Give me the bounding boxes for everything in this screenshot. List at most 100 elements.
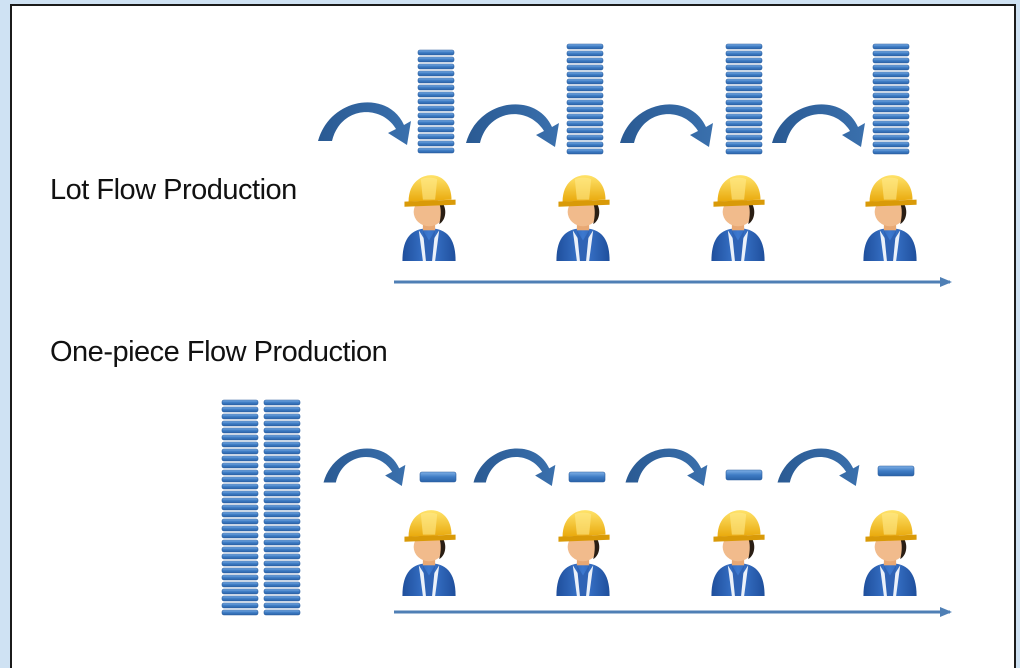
part-segment (417, 112, 455, 119)
part-segment (221, 448, 259, 455)
part-segment (725, 92, 763, 99)
part-segment (221, 525, 259, 532)
part-segment (263, 560, 301, 567)
single-part-icon (877, 465, 915, 477)
part-segment (263, 469, 301, 476)
part-segment (263, 399, 301, 406)
part-segment (725, 127, 763, 134)
one-piece-flow-section (221, 399, 952, 617)
part-segment (725, 85, 763, 92)
part-segment (872, 99, 910, 106)
part-segment (725, 50, 763, 57)
part-segment (872, 113, 910, 120)
part-segment (417, 77, 455, 84)
part-segment (221, 413, 259, 420)
worker-with-hard-hat-icon (402, 510, 456, 596)
part-segment (221, 602, 259, 609)
part-segment (263, 441, 301, 448)
part-segment (263, 532, 301, 539)
part-segment (725, 469, 763, 481)
part-segment (417, 98, 455, 105)
single-part-icon (568, 471, 606, 483)
worker-with-hard-hat-icon (402, 175, 456, 261)
part-segment (263, 413, 301, 420)
worker-with-hard-hat-icon (863, 175, 917, 261)
part-segment (566, 148, 604, 155)
part-segment (566, 127, 604, 134)
part-segment (221, 455, 259, 462)
part-segment (872, 92, 910, 99)
part-segment (566, 134, 604, 141)
part-segment (566, 99, 604, 106)
worker-with-hard-hat-icon (711, 175, 765, 261)
part-segment (566, 50, 604, 57)
part-segment (417, 63, 455, 70)
part-segment (877, 465, 915, 477)
part-segment (221, 553, 259, 560)
curved-arrow-icon (466, 104, 559, 147)
worker-with-hard-hat-icon (556, 175, 610, 261)
part-segment (221, 574, 259, 581)
worker-with-hard-hat-icon (863, 510, 917, 596)
part-segment (872, 148, 910, 155)
stacked-parts-icon (221, 399, 259, 616)
part-segment (417, 56, 455, 63)
part-segment (221, 588, 259, 595)
part-segment (725, 78, 763, 85)
part-segment (263, 406, 301, 413)
part-segment (263, 553, 301, 560)
part-segment (221, 518, 259, 525)
part-segment (725, 106, 763, 113)
single-part-icon (725, 469, 763, 481)
part-segment (725, 134, 763, 141)
stacked-parts-icon (725, 43, 763, 155)
worker-with-hard-hat-icon (556, 510, 610, 596)
part-segment (263, 609, 301, 616)
part-segment (263, 434, 301, 441)
part-segment (221, 427, 259, 434)
stacked-parts-icon (872, 43, 910, 155)
part-segment (221, 609, 259, 616)
curved-arrow-icon (318, 102, 411, 145)
part-segment (566, 120, 604, 127)
part-segment (263, 539, 301, 546)
stacked-parts-icon (263, 399, 301, 616)
worker-with-hard-hat-icon (711, 510, 765, 596)
part-segment (417, 105, 455, 112)
part-segment (263, 497, 301, 504)
part-segment (566, 106, 604, 113)
part-segment (566, 64, 604, 71)
part-segment (263, 490, 301, 497)
curved-arrow-icon (625, 448, 708, 486)
part-segment (263, 511, 301, 518)
part-segment (263, 546, 301, 553)
part-segment (263, 567, 301, 574)
single-part-icon (419, 471, 457, 483)
part-segment (263, 574, 301, 581)
part-segment (872, 64, 910, 71)
one-piece-flow-title: One-piece Flow Production (50, 336, 388, 368)
part-segment (725, 141, 763, 148)
part-segment (417, 140, 455, 147)
part-segment (872, 50, 910, 57)
part-segment (872, 106, 910, 113)
part-segment (221, 546, 259, 553)
curved-arrow-icon (473, 448, 556, 486)
part-segment (263, 602, 301, 609)
part-segment (417, 91, 455, 98)
curved-arrow-icon (620, 104, 713, 147)
part-segment (417, 133, 455, 140)
curved-arrow-icon (772, 104, 865, 147)
part-segment (263, 504, 301, 511)
flow-diagram (221, 43, 952, 617)
part-segment (221, 490, 259, 497)
part-segment (221, 483, 259, 490)
part-segment (417, 147, 455, 154)
part-segment (566, 113, 604, 120)
part-segment (263, 420, 301, 427)
stacked-parts-icon (566, 43, 604, 155)
part-segment (417, 49, 455, 56)
part-segment (872, 43, 910, 50)
part-segment (417, 119, 455, 126)
part-segment (221, 497, 259, 504)
